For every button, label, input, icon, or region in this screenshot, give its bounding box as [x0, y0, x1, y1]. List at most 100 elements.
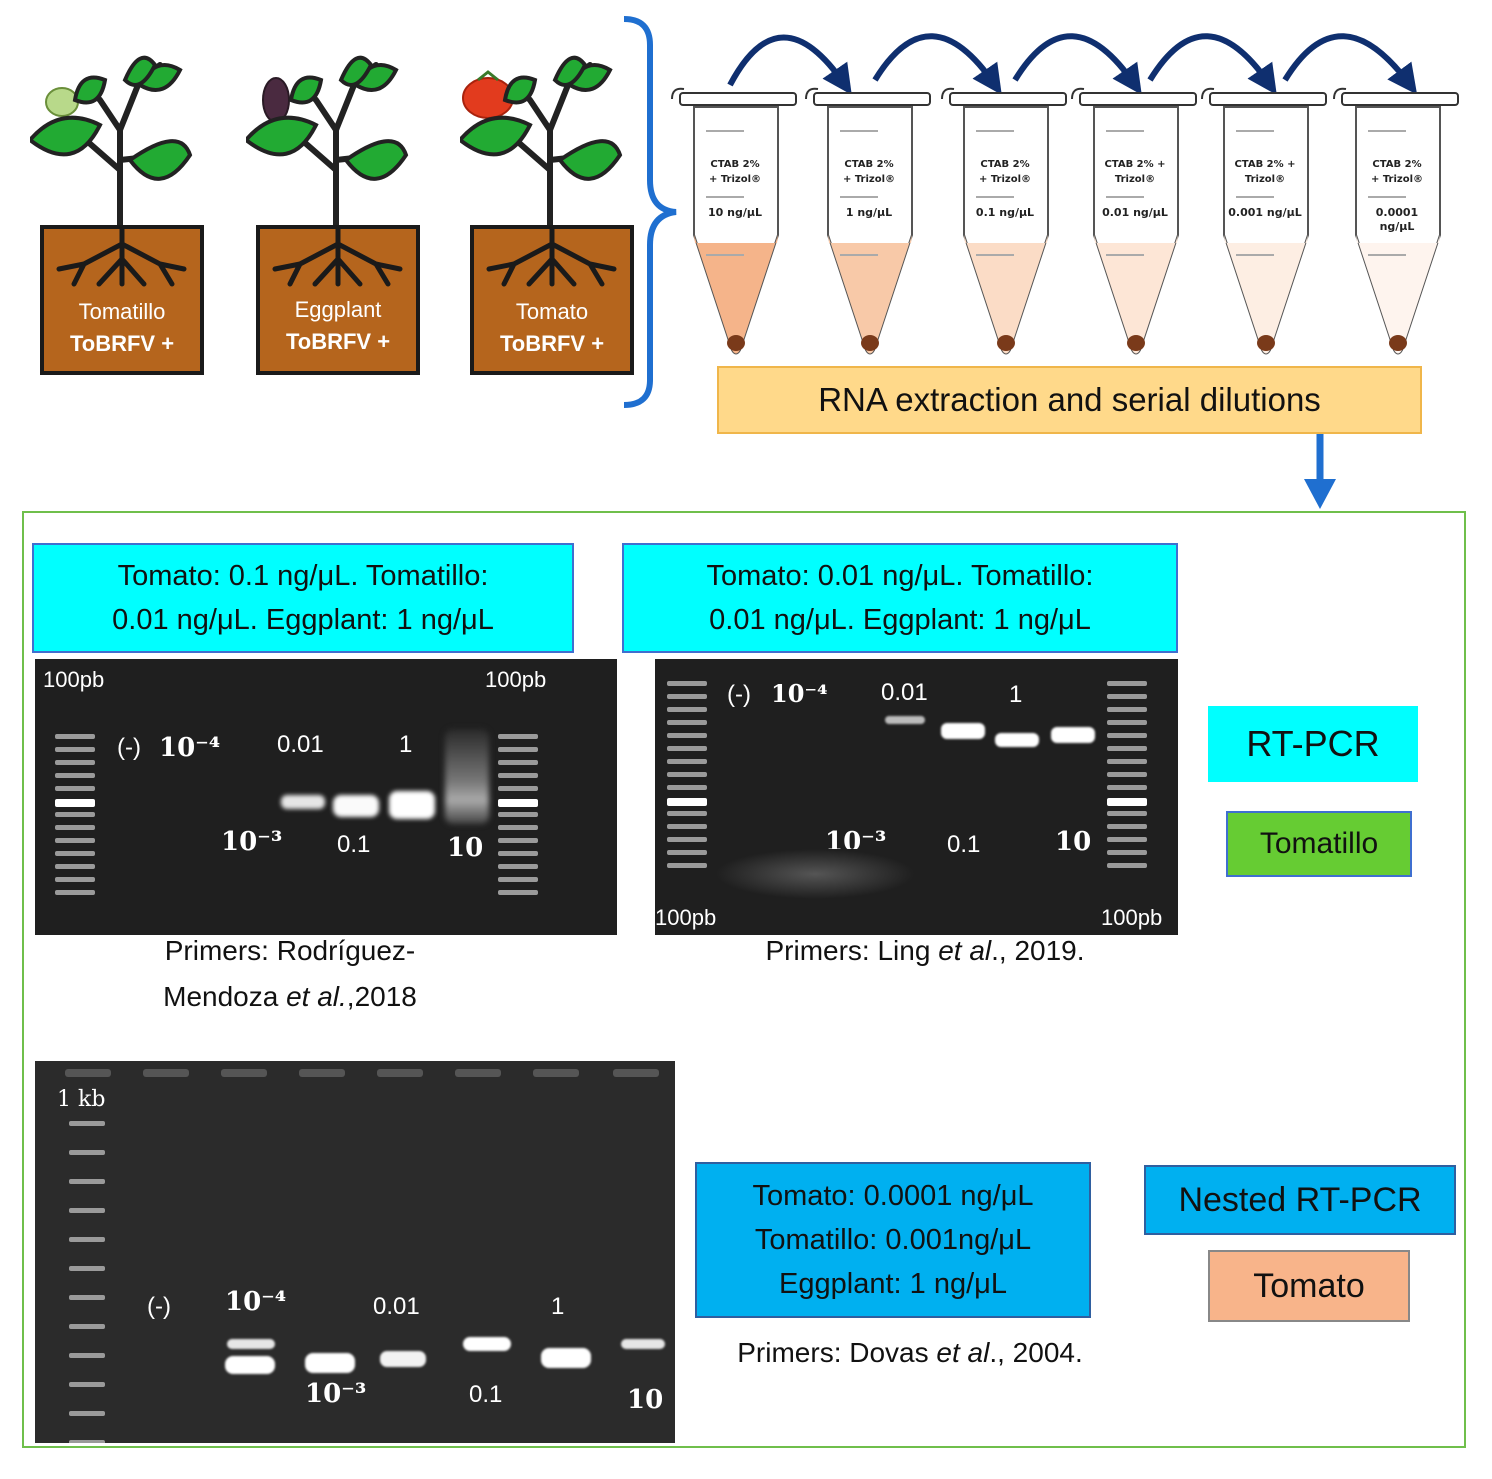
well	[613, 1069, 659, 1077]
gel1-lane-neg: (-)	[117, 734, 141, 761]
well	[533, 1069, 579, 1077]
ladder-band	[498, 773, 538, 778]
plant-name: Tomatillo	[78, 299, 166, 324]
plant-name: Tomato	[515, 299, 589, 324]
gel3-band-1e-3	[305, 1353, 355, 1373]
gel2-header-line2: 0.01 ng/μL. Eggplant: 1 ng/μL	[709, 604, 1091, 636]
ladder-band	[667, 811, 707, 816]
gel3-header-line2: Tomatillo: 0.001ng/μL	[754, 1224, 1032, 1256]
well	[65, 1069, 111, 1077]
ladder-band	[498, 799, 538, 807]
ladder-band	[498, 812, 538, 817]
gel2-lane-0.01: 0.01	[881, 679, 928, 706]
roots-icon	[272, 229, 403, 287]
gel2-lane-0.1: 0.1	[947, 831, 981, 858]
ladder-band	[55, 734, 95, 739]
ladder-band	[667, 707, 707, 712]
tube-reagent-line1: CTAB 2%	[710, 159, 760, 170]
gel2-marker-right: 100pb	[1101, 905, 1163, 930]
well	[377, 1069, 423, 1077]
ladder-band	[69, 1411, 105, 1416]
tomatillo-plant-icon	[30, 55, 193, 238]
gel3-band-1e-4-upper	[227, 1339, 275, 1349]
plant-tomatillo: Tomatillo ToBRFV +	[30, 10, 210, 380]
ladder-band	[1107, 785, 1147, 790]
gel1-image: 100pb 100pb (-) 10⁻⁴ 0.01 1 10⁻³ 0.1 10	[35, 659, 617, 935]
tube-concentration: 10 ng/μL	[708, 206, 762, 219]
right-brace-icon	[623, 16, 677, 408]
microtube-icon	[1201, 87, 1327, 355]
ladder-band	[1107, 824, 1147, 829]
gel2-lane-1e-4: 10⁻⁴	[771, 679, 828, 708]
ladder-band	[667, 759, 707, 764]
ladder-band	[667, 746, 707, 751]
tube-reagent-line2: + Trizol®	[842, 174, 896, 185]
gel3-lane-1e-4: 10⁻⁴	[225, 1287, 287, 1317]
ladder-band	[1107, 681, 1147, 686]
ladder-band	[55, 760, 95, 765]
gel1-marker-right: 100pb	[485, 667, 547, 692]
gel3-band-1	[541, 1348, 591, 1368]
ladder-band	[498, 877, 538, 882]
ladder-band	[1107, 863, 1147, 868]
rna-extraction-label: RNA extraction and serial dilutions	[717, 366, 1422, 434]
gel1-header-line1: Tomato: 0.1 ng/μL. Tomatillo:	[117, 560, 489, 592]
gel3-band-0.1	[463, 1337, 511, 1351]
pot: Tomato ToBRFV +	[470, 225, 634, 375]
gel3-image: 1 kb (-) 10⁻⁴ 0.01 1 10⁻³ 0.1 10	[35, 1061, 675, 1443]
microtube-icon	[1071, 87, 1197, 355]
tube-concentration: 0.0001	[1375, 206, 1419, 219]
gel1-band-1	[389, 791, 435, 819]
ladder-band	[55, 773, 95, 778]
arrow-2	[872, 33, 1002, 95]
ladder-band	[498, 838, 538, 843]
well	[455, 1069, 501, 1077]
tube-reagent-line2: + Trizol®	[978, 174, 1032, 185]
gel3-marker: 1 kb	[57, 1087, 106, 1112]
microtube-icon	[805, 87, 931, 355]
ladder-band	[667, 785, 707, 790]
eggplant-plant-icon	[246, 55, 409, 238]
ladder-band	[1107, 811, 1147, 816]
gel1-lane-1e-4: 10⁻⁴	[159, 733, 221, 763]
gel3-header: Tomato: 0.0001 ng/μL Tomatillo: 0.001ng/…	[695, 1162, 1091, 1318]
plant-status: ToBRFV +	[69, 331, 175, 356]
gel3-band-0.01	[380, 1351, 426, 1367]
ladder-band	[55, 864, 95, 869]
ladder-band	[667, 798, 707, 806]
gel2-lane-1: 1	[1009, 681, 1023, 708]
gel3-lane-1e-3: 10⁻³	[305, 1379, 367, 1409]
tube-5: CTAB 2% +Trizol®0.001 ng/μL	[1200, 85, 1330, 365]
tube-reagent-line1: CTAB 2% +	[1104, 159, 1166, 170]
tomato-label: Tomato	[1208, 1250, 1410, 1322]
microtube-icon	[671, 87, 797, 355]
ladder-band	[69, 1208, 105, 1213]
results-frame	[22, 511, 1466, 1448]
gel3-lane-neg: (-)	[147, 1293, 171, 1320]
ladder-band	[667, 694, 707, 699]
microtube-icon	[1333, 87, 1459, 355]
gel3-lane-0.1: 0.1	[469, 1381, 503, 1408]
tube-reagent-line1: CTAB 2%	[844, 159, 894, 170]
gel3-header-line3: Eggplant: 1 ng/μL	[779, 1268, 1007, 1300]
ladder-band	[667, 720, 707, 725]
pot: Tomatillo ToBRFV +	[40, 225, 204, 375]
ladder-band	[69, 1440, 105, 1443]
ladder-band	[498, 747, 538, 752]
arrow-1	[727, 34, 852, 95]
ladder-band	[55, 877, 95, 882]
ladder-band	[498, 786, 538, 791]
well	[221, 1069, 267, 1077]
gel3-lane-10: 10	[627, 1385, 664, 1415]
plant-status: ToBRFV +	[285, 329, 391, 354]
tube-3: CTAB 2%+ Trizol®0.1 ng/μL	[940, 85, 1070, 365]
gel2-lane-10: 10	[1055, 827, 1092, 857]
ladder-band	[667, 824, 707, 829]
ladder-band	[667, 863, 707, 868]
gel2-marker-left: 100pb	[655, 905, 717, 930]
ladder-band	[498, 760, 538, 765]
gel3-band-10	[621, 1339, 665, 1349]
tube-concentration-unit: ng/μL	[1379, 220, 1415, 233]
tomatillo-label: Tomatillo	[1226, 811, 1412, 877]
gel1-lane-10: 10	[447, 833, 484, 863]
